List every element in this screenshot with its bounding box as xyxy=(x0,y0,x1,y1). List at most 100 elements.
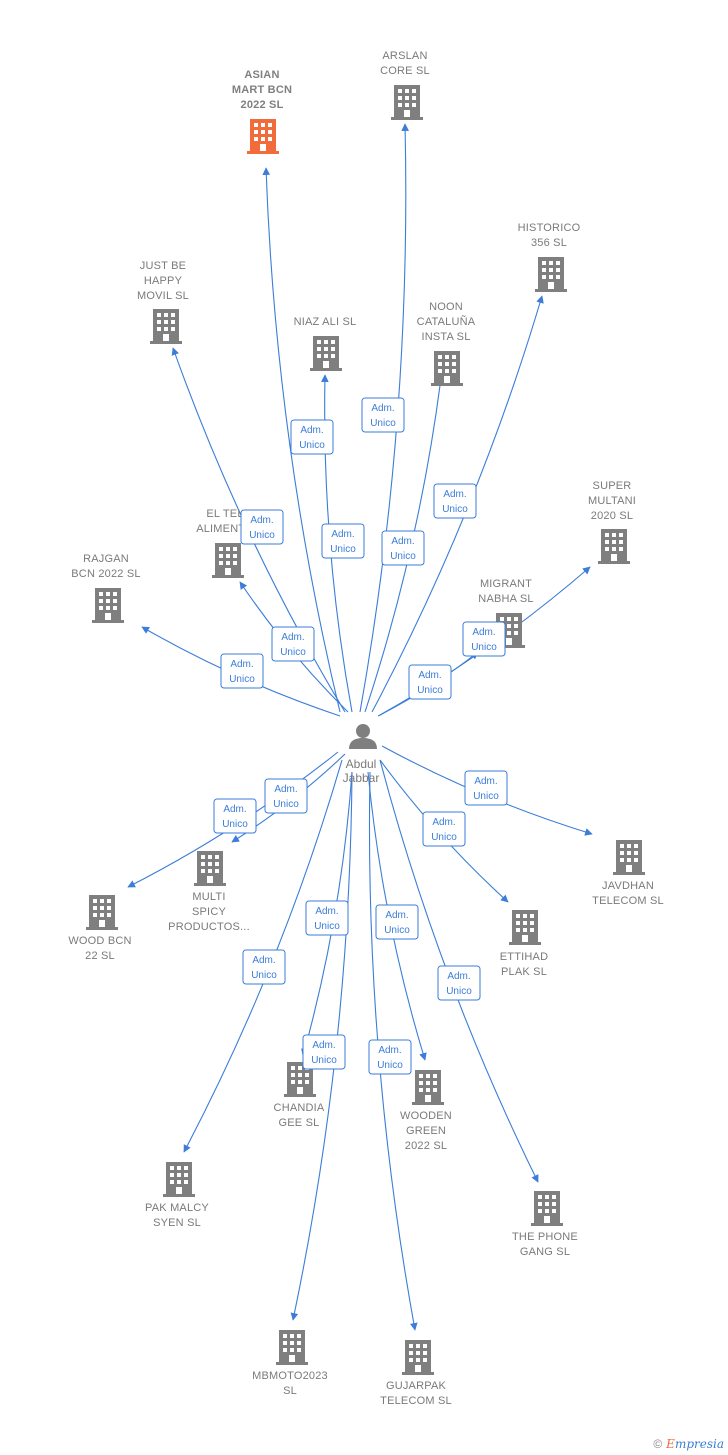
company-label-line: GREEN xyxy=(406,1125,446,1137)
edge-role-label: Adm. Unico xyxy=(437,965,481,1001)
company-label-line: JUST BE xyxy=(140,260,186,272)
company-label-line: EL TEL xyxy=(206,508,243,520)
building-icon xyxy=(247,119,279,154)
building-icon xyxy=(412,1070,444,1105)
building-icon xyxy=(276,1330,308,1365)
edge-role-text: Unico xyxy=(229,674,255,685)
company-label-line: PLAK SL xyxy=(501,966,547,978)
edge-role-text: Unico xyxy=(251,970,277,981)
edge-role-label: Adm.Unico xyxy=(433,483,477,519)
company-label-line: NOON xyxy=(429,301,463,313)
edge-role-text: Adm. xyxy=(315,906,338,917)
edge-role-text: Adm. xyxy=(418,670,441,681)
building-icon xyxy=(150,309,182,344)
company-label-line: MIGRANT xyxy=(480,578,532,590)
edge-role-label: Adm.Unico xyxy=(422,811,466,847)
copyright-symbol: © xyxy=(653,1437,663,1451)
edge-role-text: Adm. xyxy=(447,971,470,982)
company-label-line: CATALUÑA xyxy=(417,315,476,328)
edge-role-label: Adm.Unico xyxy=(462,621,506,657)
company-label-line: THE PHONE xyxy=(512,1231,578,1243)
edge-role-text: Unico xyxy=(446,986,472,997)
edge-role-text: Unico xyxy=(273,799,299,810)
edge-role-text: Adm. xyxy=(281,632,304,643)
company-label-line: TELECOM SL xyxy=(592,895,664,907)
company-label-line: WOODEN xyxy=(400,1110,452,1122)
company-node-el-tel[interactable]: EL TEL ALIMENT... xyxy=(196,508,254,578)
edge-role-text: Unico xyxy=(314,921,340,932)
footer-credit: ©Empresia xyxy=(653,1437,724,1451)
company-label-line: HISTORICO xyxy=(518,222,581,234)
company-label-line: BCN 2022 SL xyxy=(71,568,140,580)
edge-role-text: Unico xyxy=(417,685,443,696)
edge-role-text: Adm. xyxy=(312,1040,335,1051)
edge-role-text: Adm. xyxy=(250,515,273,526)
edge-role-text: Adm. xyxy=(371,403,394,414)
building-icon xyxy=(391,85,423,120)
company-node-the-phone-gang[interactable]: THE PHONE GANG SL xyxy=(512,1191,578,1258)
edge-role-label: Adm. Unico xyxy=(361,397,405,433)
building-icon xyxy=(535,257,567,292)
edge-role-text: Unico xyxy=(370,418,396,429)
edge-role-text: Adm. xyxy=(300,425,323,436)
edge-role-label: Adm.Unico xyxy=(302,1034,346,1070)
edge-role-text: Unico xyxy=(473,791,499,802)
edge-role-label: Adm.Unico xyxy=(290,419,334,455)
edge-role-text: Unico xyxy=(222,819,248,830)
company-label-line: PAK MALCY xyxy=(145,1202,209,1214)
edge-role-text: Unico xyxy=(249,530,275,541)
building-icon xyxy=(310,336,342,371)
company-label-line: ARSLAN xyxy=(382,50,427,62)
edge-role-text: Adm. xyxy=(474,776,497,787)
edge-role-label: Adm. Unico xyxy=(464,770,508,806)
person-icon xyxy=(349,738,377,749)
edge-role-label: Adm.Unico xyxy=(220,653,264,689)
edge-role-text: Adm. xyxy=(223,804,246,815)
company-label-line: ALIMENT... xyxy=(196,523,254,535)
person-icon-head xyxy=(356,724,370,738)
company-label-line: ASIAN xyxy=(244,69,279,81)
company-node-multi-spicy[interactable]: MULTISPICYPRODUCTOS... xyxy=(168,851,250,933)
company-label-line: 2020 SL xyxy=(591,510,633,522)
company-label-line: GANG SL xyxy=(520,1246,570,1258)
edge-role-text: Unico xyxy=(384,925,410,936)
building-icon xyxy=(598,529,630,564)
edge-role-label: Adm.Unico xyxy=(368,1039,412,1075)
company-label-line: MOVIL SL xyxy=(137,290,189,302)
edge-role-text: Adm. xyxy=(391,536,414,547)
edge-role-text: Unico xyxy=(442,504,468,515)
company-label-line: MULTANI xyxy=(588,495,636,507)
edge-role-text: Adm. xyxy=(274,784,297,795)
company-node-niaz-ali[interactable]: NIAZ ALI SL xyxy=(294,316,357,371)
building-icon xyxy=(402,1340,434,1375)
edge-role-label: Adm. Unico xyxy=(271,626,315,662)
edge-role-text: Adm. xyxy=(432,817,455,828)
edge-role-label: Adm.Unico xyxy=(321,523,365,559)
company-label-line: TELECOM SL xyxy=(380,1395,452,1407)
edge-role-text: Unico xyxy=(330,544,356,555)
edge-role-label: Adm. Unico xyxy=(408,664,452,700)
edge-role-text: Unico xyxy=(377,1060,403,1071)
edge-role-text: Unico xyxy=(280,647,306,658)
edge-role-label: Adm. Unico xyxy=(264,778,308,814)
